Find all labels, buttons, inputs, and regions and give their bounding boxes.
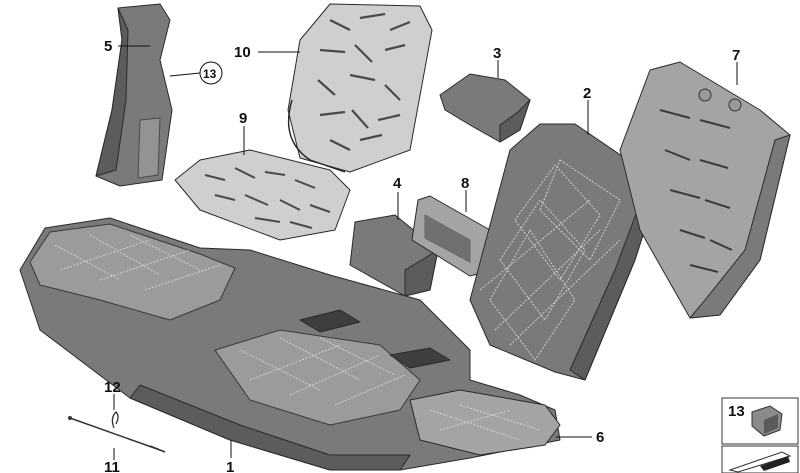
callout-5: 5	[104, 38, 112, 55]
inset-13-box: 13	[721, 397, 799, 445]
callout-8: 8	[461, 175, 469, 192]
backrest-foam-pad	[287, 3, 433, 173]
armrest-pad	[439, 73, 531, 143]
callout-4: 4	[393, 175, 402, 192]
side-trim-panel	[95, 3, 173, 187]
inset-arrow-box	[721, 445, 799, 473]
callout-10: 10	[234, 44, 251, 61]
callout-13-circled	[169, 61, 223, 85]
backrest-cover	[469, 123, 661, 381]
callout-11: 11	[104, 459, 120, 473]
callout-13: 13	[203, 67, 217, 81]
callout-3: 3	[493, 45, 501, 62]
callout-9: 9	[239, 110, 247, 127]
callout-1: 1	[226, 459, 234, 473]
inset-13-label: 13	[728, 403, 745, 420]
pin-clip	[111, 411, 119, 429]
callout-12: 12	[104, 379, 121, 396]
wire-clip	[68, 416, 166, 453]
seat-foam-pad	[174, 149, 351, 241]
callout-7: 7	[732, 47, 740, 64]
callout-labels: 1 2 3 4 5 6 7 8 9 10 11 12 13	[104, 38, 740, 473]
backrest-frame	[619, 61, 791, 319]
bracket-frame	[411, 195, 491, 277]
callout-2: 2	[583, 85, 591, 102]
leader-lines	[113, 45, 738, 460]
side-bolster	[409, 389, 561, 456]
callout-6: 6	[596, 429, 604, 446]
seat-cushion	[19, 217, 561, 471]
